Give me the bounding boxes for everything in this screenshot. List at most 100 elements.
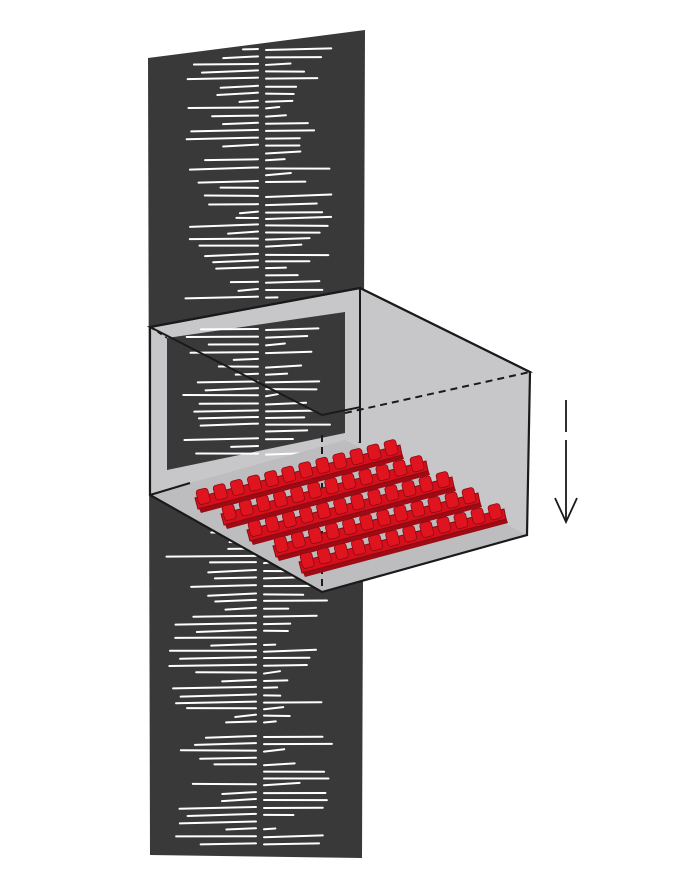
seat xyxy=(383,439,399,457)
text-line xyxy=(265,202,318,207)
seat xyxy=(385,529,400,547)
seat xyxy=(358,468,374,486)
cinema-box xyxy=(146,286,534,594)
seat-row xyxy=(194,444,403,510)
text-line xyxy=(224,606,257,611)
text-line xyxy=(265,243,303,248)
text-line xyxy=(213,576,257,580)
seat xyxy=(409,455,425,473)
seat xyxy=(366,443,382,461)
seat xyxy=(487,503,503,521)
text-line xyxy=(234,372,259,376)
text-line xyxy=(234,713,257,718)
text-line xyxy=(263,576,300,580)
seat xyxy=(238,499,254,517)
text-line xyxy=(221,791,257,796)
seat-rows xyxy=(194,439,508,577)
text-line xyxy=(204,252,259,258)
seat xyxy=(342,518,357,536)
seat xyxy=(444,491,460,509)
text-line xyxy=(221,797,257,803)
seat xyxy=(349,448,365,466)
text-line xyxy=(265,350,313,355)
hidden-edge xyxy=(344,371,531,414)
seat xyxy=(410,500,426,518)
text-line xyxy=(232,357,259,361)
text-line xyxy=(265,193,333,198)
seat xyxy=(264,470,279,488)
seat xyxy=(427,496,443,514)
text-line xyxy=(263,614,318,618)
text-line xyxy=(263,842,321,846)
text-line xyxy=(222,55,259,60)
seat xyxy=(419,520,435,538)
seat xyxy=(315,456,331,474)
seat xyxy=(299,506,314,524)
text-line xyxy=(186,812,257,817)
text-line xyxy=(263,670,282,675)
text-line xyxy=(188,166,259,171)
text-line xyxy=(188,237,259,241)
text-line xyxy=(265,158,286,162)
text-line xyxy=(179,693,257,698)
text-line xyxy=(193,409,259,413)
text-line xyxy=(221,679,257,683)
seat xyxy=(212,483,228,501)
seat xyxy=(392,459,408,477)
text-line xyxy=(183,437,259,442)
text-line xyxy=(227,230,259,235)
seat xyxy=(384,484,400,502)
seat xyxy=(281,465,296,483)
text-line xyxy=(265,150,302,155)
text-line xyxy=(189,223,259,228)
text-line xyxy=(195,628,257,633)
text-line xyxy=(178,820,257,825)
seat xyxy=(307,481,322,499)
text-line xyxy=(186,76,259,81)
text-line xyxy=(265,372,289,376)
seat xyxy=(375,464,391,482)
seat xyxy=(341,472,357,490)
seat xyxy=(435,471,451,489)
text-line xyxy=(265,280,321,284)
text-line xyxy=(175,700,257,705)
text-line xyxy=(204,158,259,162)
seat-row xyxy=(246,476,455,542)
text-line xyxy=(265,77,319,80)
seat xyxy=(273,490,288,508)
text-line xyxy=(265,393,280,398)
seat xyxy=(402,525,418,543)
text-line xyxy=(263,648,317,653)
seat xyxy=(325,522,340,540)
seat xyxy=(324,477,340,495)
text-line xyxy=(265,429,309,433)
text-line xyxy=(185,136,259,141)
text-line xyxy=(199,842,257,846)
seat xyxy=(290,486,305,504)
text-line xyxy=(184,295,259,300)
text-line xyxy=(174,622,257,626)
text-line xyxy=(237,287,259,292)
seat xyxy=(298,461,314,479)
text-line xyxy=(265,237,311,241)
seat-row xyxy=(298,508,507,574)
seat xyxy=(333,497,348,515)
seat xyxy=(273,535,289,553)
text-line xyxy=(214,598,257,603)
text-line xyxy=(265,215,333,220)
seat xyxy=(418,475,434,493)
text-line xyxy=(265,342,286,347)
text-line xyxy=(225,720,257,724)
text-line xyxy=(222,143,259,148)
text-line xyxy=(265,266,287,270)
text-line xyxy=(263,834,324,839)
text-line xyxy=(265,416,306,419)
text-line xyxy=(265,47,333,51)
seat xyxy=(470,507,486,525)
text-line xyxy=(265,335,309,339)
text-line xyxy=(263,706,285,711)
seat xyxy=(393,504,409,522)
text-line xyxy=(192,614,257,618)
text-line xyxy=(197,415,259,420)
